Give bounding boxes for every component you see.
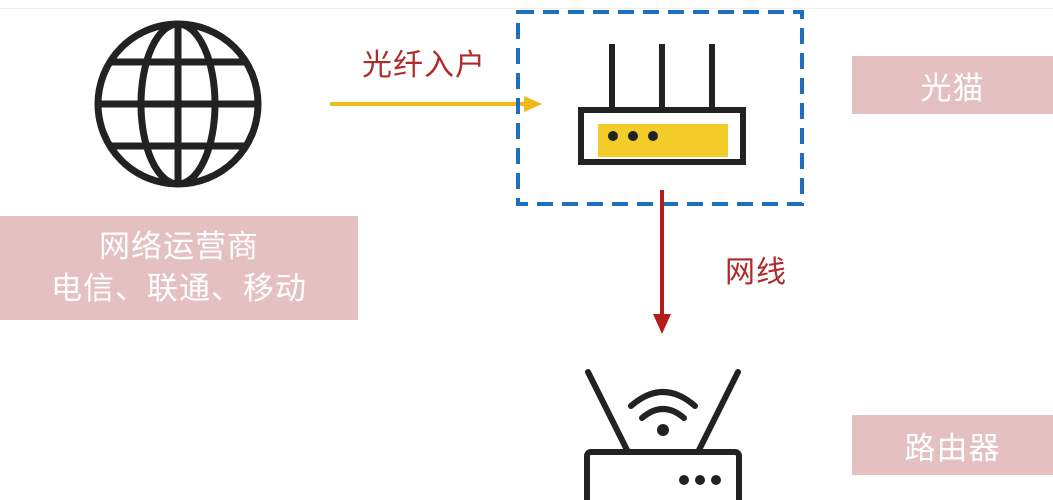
wifi-router-icon xyxy=(584,369,742,500)
router-label: 路由器 xyxy=(904,430,1001,467)
globe-icon xyxy=(94,20,262,188)
cable-label: 网线 xyxy=(725,255,787,290)
optical-modem-icon xyxy=(578,44,746,165)
isp-label-box: 网络运营商 电信、联通、移动 xyxy=(0,216,358,320)
modem-label-box: 光猫 xyxy=(852,56,1053,114)
top-divider xyxy=(0,8,1053,9)
fiber-label: 光纤入户 xyxy=(362,48,486,83)
router-label-box: 路由器 xyxy=(852,415,1053,475)
modem-label: 光猫 xyxy=(920,70,985,107)
cable-arrow xyxy=(653,190,671,334)
isp-carriers: 电信、联通、移动 xyxy=(51,271,307,307)
modem-highlight-border xyxy=(516,10,804,206)
isp-title: 网络运营商 xyxy=(99,229,259,265)
fiber-arrow xyxy=(330,96,542,112)
